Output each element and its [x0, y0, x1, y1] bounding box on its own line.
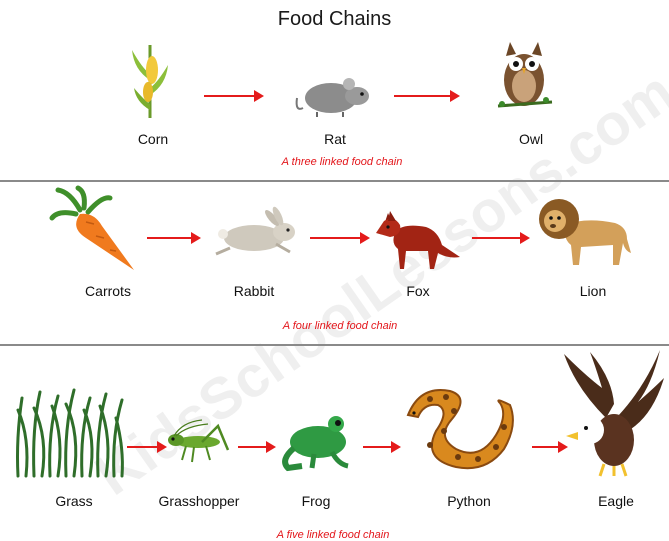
divider: [0, 344, 669, 346]
grasshopper-icon: [162, 420, 234, 464]
carrot-icon: [50, 188, 140, 273]
organism-label: Fox: [358, 283, 478, 299]
organism-label: Grasshopper: [139, 493, 259, 509]
organism-label: Eagle: [556, 493, 669, 509]
corn-icon: [130, 40, 170, 120]
grass-icon: [12, 388, 127, 478]
organism-label: Owl: [471, 131, 591, 147]
chain-caption: A five linked food chain: [203, 529, 463, 541]
organism-label: Rabbit: [194, 283, 314, 299]
arrow: [472, 237, 528, 239]
organism-label: Corn: [93, 131, 213, 147]
organism-label: Grass: [14, 493, 134, 509]
rabbit-icon: [210, 210, 300, 255]
arrow: [394, 95, 458, 97]
organism-label: Carrots: [48, 283, 168, 299]
organism-label: Frog: [256, 493, 376, 509]
chain-caption: A four linked food chain: [210, 320, 470, 332]
organism-label: Lion: [533, 283, 653, 299]
fox-icon: [374, 205, 464, 270]
frog-icon: [278, 408, 358, 470]
arrow: [204, 95, 262, 97]
chain-caption: A three linked food chain: [212, 156, 472, 168]
organism-label: Rat: [275, 131, 395, 147]
eagle-icon: [556, 348, 666, 478]
organism-label: Python: [409, 493, 529, 509]
arrow: [127, 446, 165, 448]
owl-icon: [494, 38, 554, 112]
rat-icon: [295, 68, 375, 118]
arrow: [238, 446, 274, 448]
arrow: [147, 237, 199, 239]
lion-icon: [535, 195, 635, 267]
python-icon: [400, 375, 520, 475]
page-title: Food Chains: [0, 8, 669, 31]
arrow: [310, 237, 368, 239]
divider: [0, 180, 669, 182]
arrow: [363, 446, 399, 448]
